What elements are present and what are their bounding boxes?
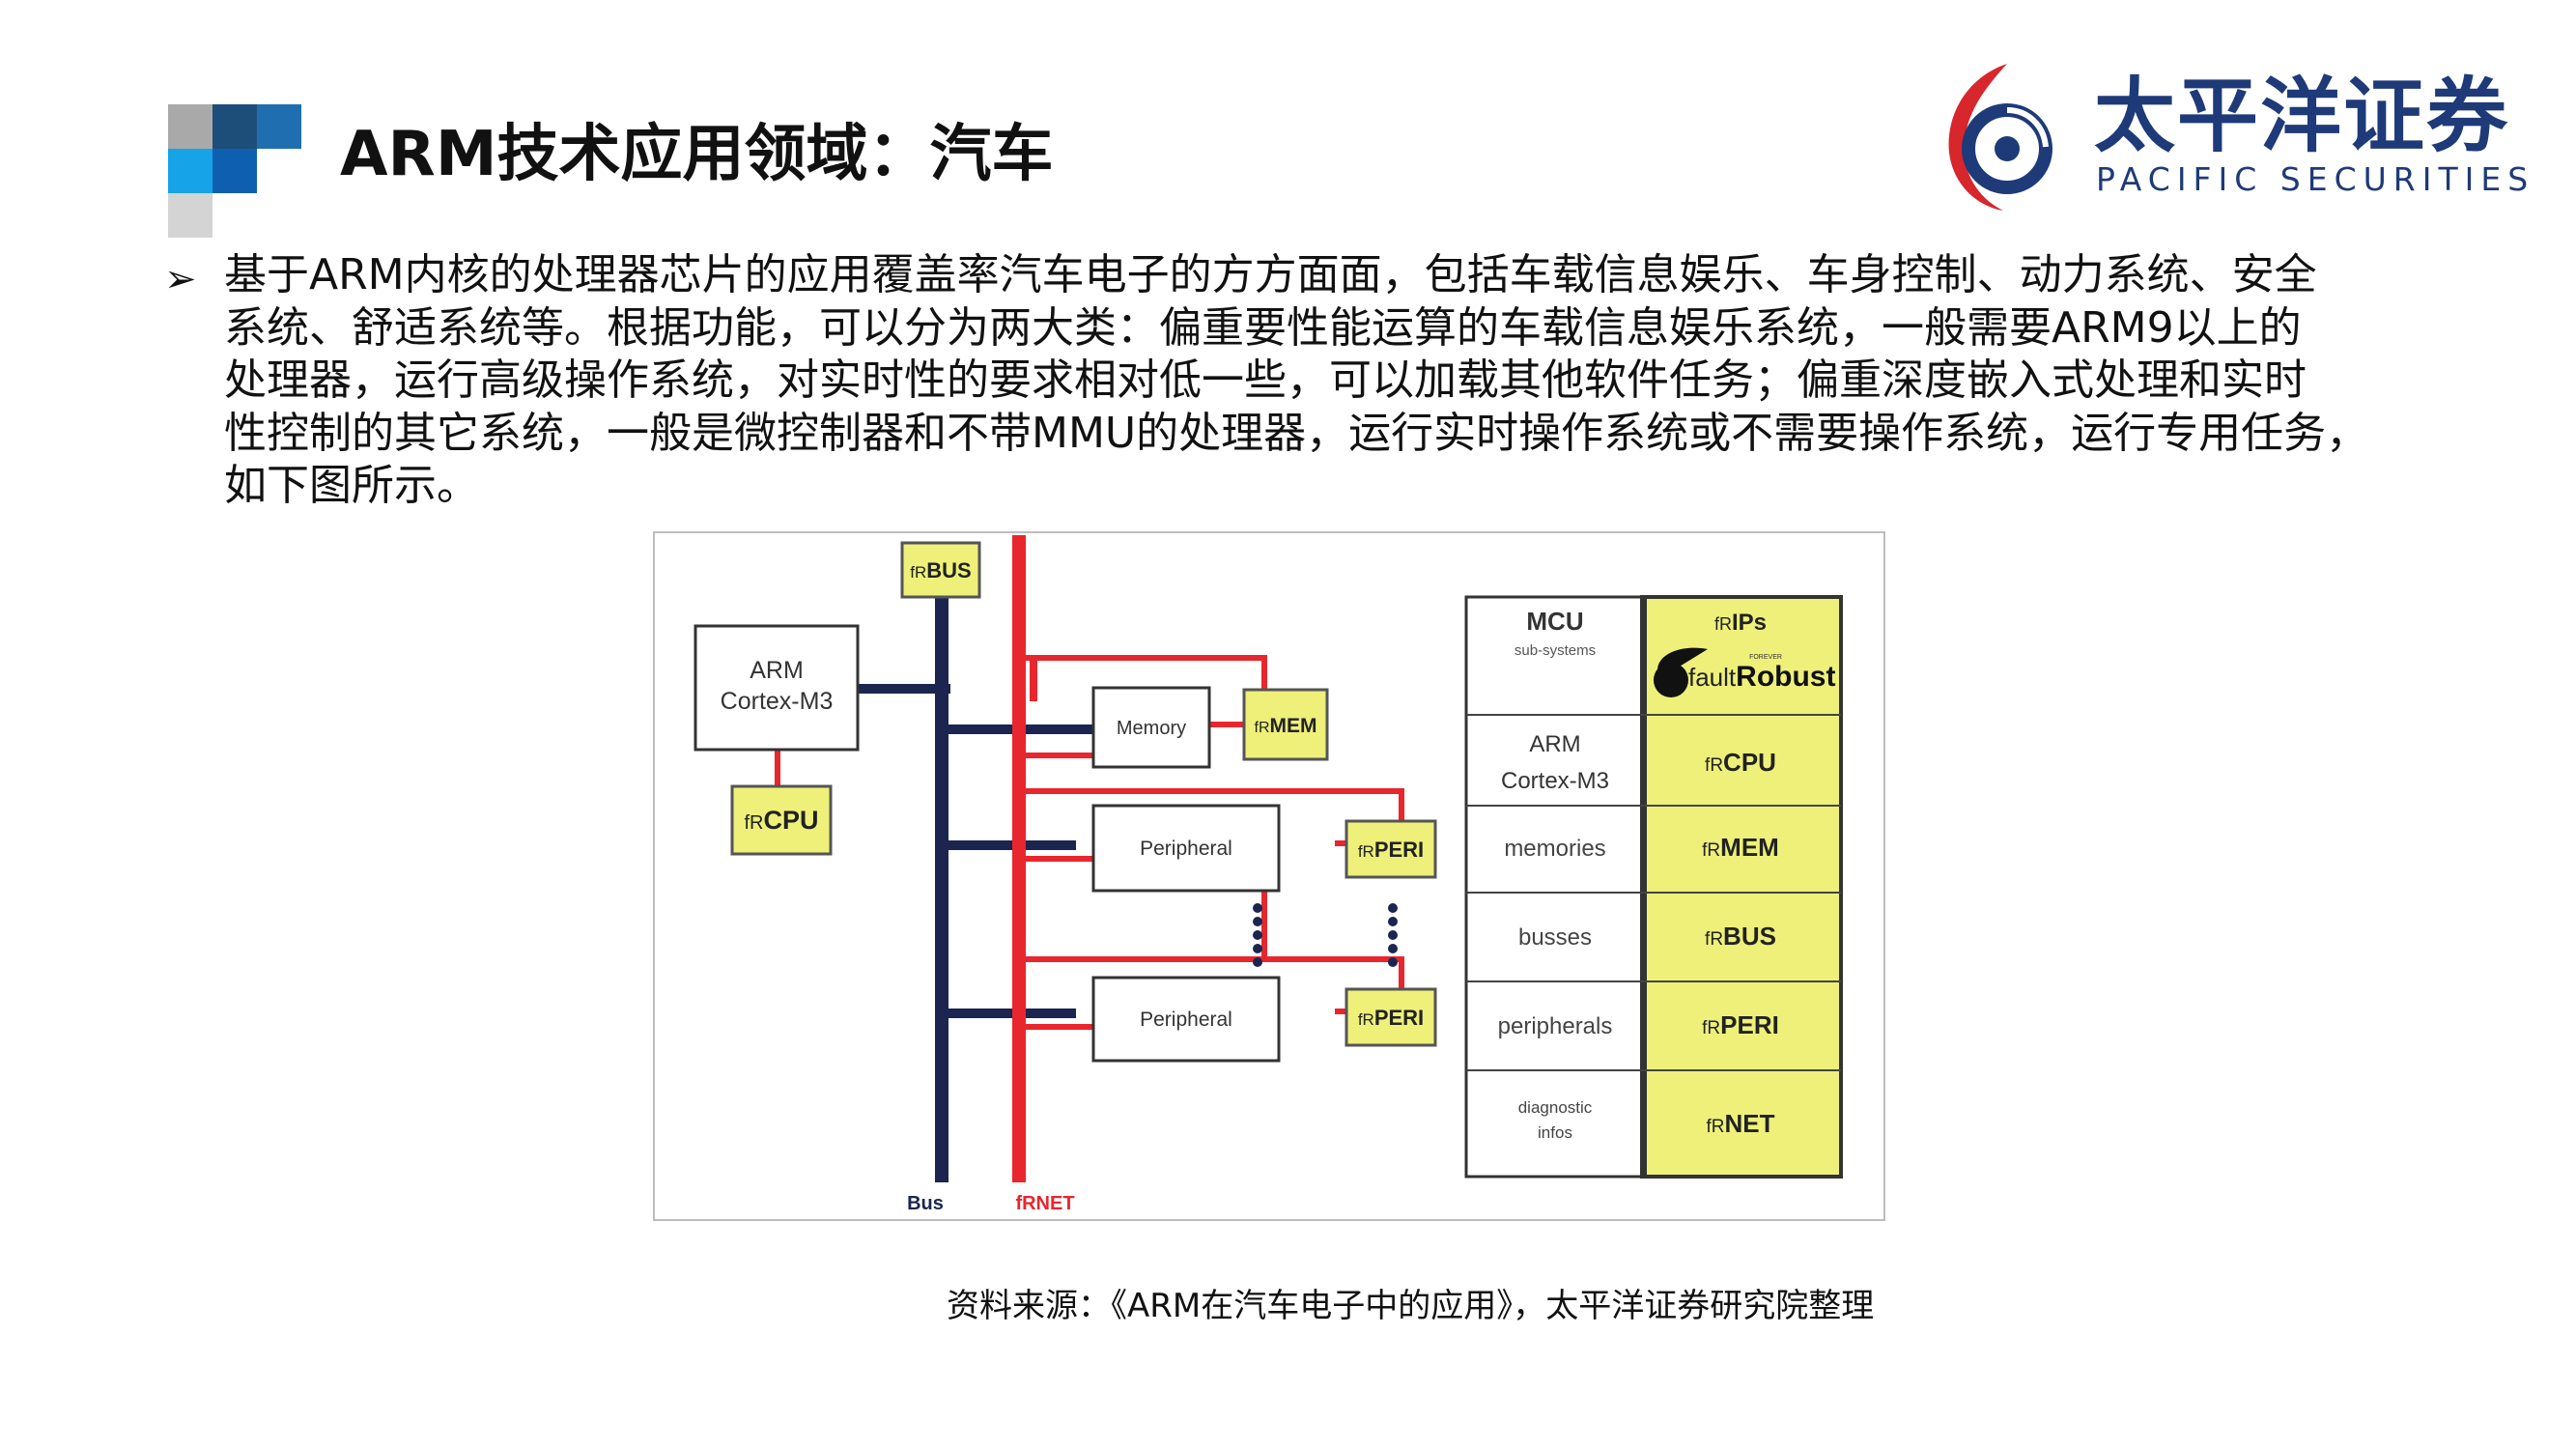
arm-cortex-box: ARM Cortex-M3	[694, 624, 860, 752]
frmem-label: MEM	[1270, 715, 1317, 737]
table-row-2-fr: fR	[1702, 840, 1720, 861]
svg-text:fRPERI: fRPERI	[1358, 838, 1424, 862]
frperi-1-label: PERI	[1374, 838, 1424, 862]
table-row-3-right: BUS	[1723, 922, 1776, 951]
paragraph-line: 性控制的其它系统，一般是微控制器和不带MMU的处理器，运行实时操作系统或不需要操…	[224, 408, 2369, 458]
table-row-5-left2: infos	[1538, 1123, 1572, 1142]
architecture-figure: fRBUS ARM Cortex-M3 fRCPU Memory fRMEM P…	[653, 531, 1885, 1221]
paragraph-line: 系统、舒适系统等。根据功能，可以分为两大类：偏重要性能运算的车载信息娱乐系统，一…	[224, 302, 2302, 353]
mcu-frips-table: MCU sub-systems fRIPs FOREVER faultRobus…	[1464, 595, 1843, 1179]
frmem-box: fRMEM	[1242, 688, 1329, 761]
header-deco-square-light	[168, 193, 212, 238]
frperi-1-fr: fR	[1358, 842, 1374, 861]
pacific-securities-logo-icon	[1948, 64, 2052, 211]
svg-text:fRCPU: fRCPU	[1705, 748, 1776, 777]
frips-label: IPs	[1732, 610, 1767, 636]
table-row-1-left2: Cortex-M3	[1501, 768, 1609, 794]
header-deco-square-navy	[212, 104, 257, 149]
paragraph-line: 基于ARM内核的处理器芯片的应用覆盖率汽车电子的方方面面，包括车载信息娱乐、车身…	[224, 250, 2317, 299]
body-paragraph: 基于ARM内核的处理器芯片的应用覆盖率汽车电子的方方面面，包括车载信息娱乐、车身…	[224, 249, 2426, 513]
table-row-5-left1: diagnostic	[1518, 1098, 1593, 1117]
table-row-5-right: NET	[1725, 1109, 1775, 1138]
table-row-1-left1: ARM	[1529, 731, 1580, 757]
paragraph-line: 处理器，运行高级操作系统，对实时性的要求相对低一些，可以加载其他软件任务；偏重深…	[224, 355, 2307, 405]
svg-text:fRCPU: fRCPU	[744, 806, 818, 835]
svg-text:fRMEM: fRMEM	[1255, 715, 1317, 737]
arrow-bullet-icon: ➢	[164, 257, 197, 301]
mcu-title: MCU	[1526, 607, 1583, 636]
faultrobust-logo-icon: FOREVER faultRobust	[1654, 647, 1835, 697]
logo-name-en: PACIFIC SECURITIES	[2096, 160, 2535, 198]
frperi-2-fr: fR	[1358, 1010, 1374, 1029]
svg-text:fRIPs: fRIPs	[1714, 610, 1767, 636]
svg-text:faultRobust: faultRobust	[1688, 661, 1835, 693]
peripheral-1-label: Peripheral	[1140, 838, 1232, 860]
faultrobust-fault: fault	[1688, 663, 1737, 692]
frperi-2-label: PERI	[1374, 1006, 1424, 1030]
table-row-2-right: MEM	[1720, 833, 1779, 862]
architecture-diagram: fRBUS ARM Cortex-M3 fRCPU Memory fRMEM P…	[694, 535, 1843, 1214]
header-deco-square-blue	[257, 104, 301, 149]
peripheral-box-2: Peripheral	[1091, 976, 1281, 1063]
page-title: ARM技术应用领域：汽车	[340, 119, 1054, 190]
frips-fr: fR	[1714, 614, 1732, 634]
frbus-box: fRBUS	[900, 541, 981, 599]
faultrobust-small: FOREVER	[1749, 654, 1782, 661]
faultrobust-robust: Robust	[1736, 661, 1835, 693]
frmem-fr: fR	[1255, 720, 1270, 736]
frbus-label: BUS	[926, 558, 971, 582]
paragraph-line: 如下图所示。	[224, 461, 479, 510]
svg-text:fRPERI: fRPERI	[1702, 1010, 1779, 1039]
frperi-box-2: fRPERI	[1345, 987, 1437, 1047]
table-row-3-fr: fR	[1705, 929, 1723, 950]
frcpu-box: fRCPU	[730, 784, 833, 856]
logo-name-cn: 太平洋证券	[2094, 69, 2510, 163]
svg-text:fRBUS: fRBUS	[1705, 922, 1776, 951]
header-deco-square-deepblue	[212, 149, 257, 193]
frnet-line	[1012, 535, 1026, 1182]
table-row-1-right: CPU	[1723, 748, 1776, 777]
frnet-label: fRNET	[1015, 1193, 1074, 1214]
svg-text:fRPERI: fRPERI	[1358, 1006, 1424, 1030]
arm-line2: Cortex-M3	[721, 688, 834, 715]
bus-line	[935, 593, 948, 1182]
source-note: 资料来源：《ARM在汽车电子中的应用》，太平洋证券研究院整理	[947, 1287, 1875, 1325]
table-row-1-fr: fR	[1705, 755, 1723, 776]
frcpu-label: CPU	[763, 806, 818, 835]
table-row-4-right: PERI	[1720, 1010, 1779, 1039]
table-row-4-fr: fR	[1702, 1018, 1720, 1038]
frbus-fr: fR	[910, 563, 926, 582]
svg-text:fRBUS: fRBUS	[910, 558, 971, 582]
peripheral-box-1: Peripheral	[1091, 804, 1281, 893]
table-row-5-fr: fR	[1707, 1117, 1725, 1137]
svg-text:fRNET: fRNET	[1707, 1109, 1775, 1138]
bus-connectors	[858, 684, 1115, 1018]
frperi-box-1: fRPERI	[1345, 819, 1437, 879]
bus-label: Bus	[907, 1193, 944, 1214]
ellipsis-dots-icon	[1253, 903, 1398, 967]
memory-box: Memory	[1091, 686, 1211, 769]
table-row-2-left1: memories	[1504, 836, 1605, 862]
peripheral-2-label: Peripheral	[1140, 1009, 1232, 1031]
mcu-sub: sub-systems	[1514, 642, 1596, 659]
arm-line1: ARM	[750, 657, 804, 684]
svg-text:fRMEM: fRMEM	[1702, 833, 1779, 862]
table-row-3-left1: busses	[1518, 924, 1592, 951]
header-deco-square-gray	[168, 104, 212, 149]
frcpu-fr: fR	[744, 812, 763, 834]
memory-label: Memory	[1117, 718, 1186, 739]
table-row-4-left1: peripherals	[1498, 1013, 1613, 1039]
header-deco-square-cyan	[168, 149, 212, 193]
